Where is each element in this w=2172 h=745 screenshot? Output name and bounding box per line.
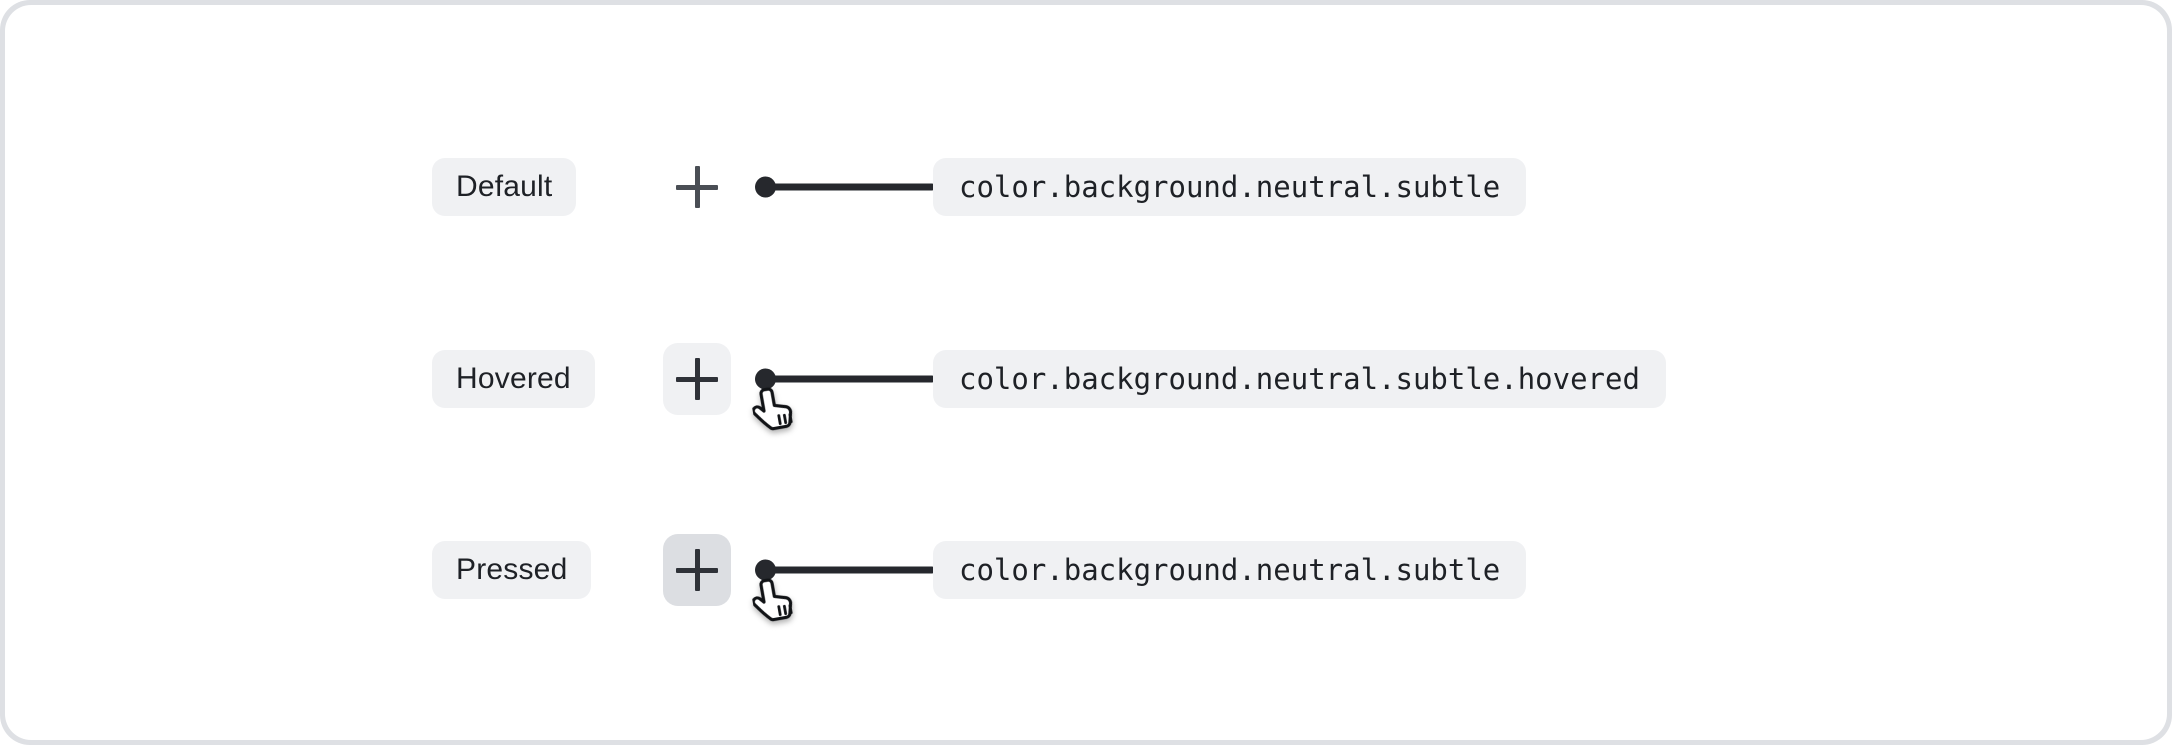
- plus-icon: [676, 358, 718, 400]
- connector-line: [765, 566, 935, 574]
- state-badge-hovered: Hovered: [432, 350, 595, 408]
- state-row-default: Default color.background.neutral.subtle: [5, 151, 2167, 223]
- connector-line: [765, 375, 935, 383]
- canvas-card: Default color.background.neutral.subtle …: [5, 5, 2167, 740]
- state-badge-pressed: Pressed: [432, 541, 592, 599]
- plus-icon: [676, 549, 718, 591]
- add-button-pressed[interactable]: [663, 534, 731, 606]
- add-button-default[interactable]: [663, 151, 731, 223]
- token-text: color.background.neutral.subtle.hovered: [959, 362, 1640, 396]
- connector-line: [765, 183, 935, 191]
- add-button-hovered[interactable]: [663, 343, 731, 415]
- token-text: color.background.neutral.subtle: [959, 170, 1501, 204]
- state-badge-default: Default: [432, 158, 577, 216]
- state-label: Hovered: [456, 362, 571, 395]
- state-row-hovered: Hovered color.background.neutral.subtle.…: [5, 343, 2167, 431]
- state-label: Pressed: [456, 553, 568, 586]
- token-text: color.background.neutral.subtle: [959, 553, 1501, 587]
- plus-icon: [676, 166, 718, 208]
- state-row-pressed: Pressed color.background.neutral.subtle: [5, 534, 2167, 622]
- state-label: Default: [456, 170, 553, 203]
- token-badge-hovered: color.background.neutral.subtle.hovered: [933, 350, 1666, 408]
- token-badge-pressed: color.background.neutral.subtle: [933, 541, 1527, 599]
- token-badge-default: color.background.neutral.subtle: [933, 158, 1527, 216]
